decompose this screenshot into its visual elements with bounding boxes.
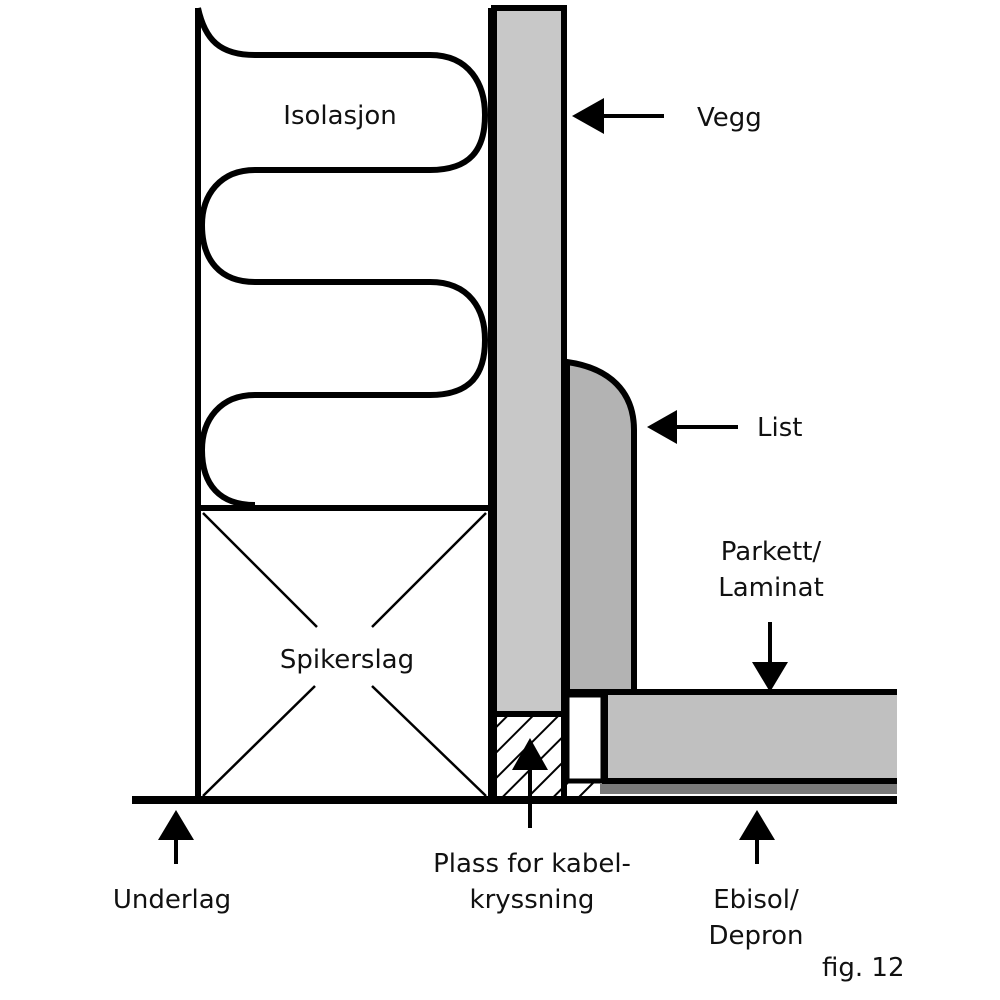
subfloor-label: Underlag (113, 885, 231, 915)
flooring-label-line2: Laminat (718, 573, 824, 603)
insulation-label: Isolasjon (283, 101, 396, 131)
underlay-label-line2: Depron (708, 921, 803, 951)
wall-label: Vegg (697, 103, 762, 133)
nailing-strip-diag-3 (202, 685, 316, 797)
cable-space-label-line1: Plass for kabel- (433, 849, 631, 879)
moulding-arrow-icon (647, 410, 738, 444)
flooring-label-line1: Parkett/ (721, 537, 822, 567)
nailing-strip-diag-2 (371, 512, 487, 628)
figure-caption: fig. 12 (822, 953, 905, 983)
nailing-strip-diag-4 (371, 685, 487, 797)
flooring-right-mask (897, 686, 917, 806)
flooring-board (602, 689, 908, 784)
expansion-gap (564, 692, 606, 784)
cable-space-hatch-lower (564, 782, 600, 800)
underlay-arrow-icon (739, 810, 775, 864)
moulding (564, 358, 637, 695)
moulding-label: List (757, 413, 802, 443)
cable-space-arrow-icon (512, 738, 548, 828)
nailing-strip-diag-1 (202, 512, 318, 628)
wall-arrow-icon (572, 98, 664, 134)
insulation-curve (195, 7, 489, 508)
underlay-label-line1: Ebisol/ (713, 885, 799, 915)
cable-space-label-line2: kryssning (470, 885, 595, 915)
underlay-foam (600, 784, 897, 794)
nailing-strip-label: Spikerslag (280, 645, 414, 675)
subfloor-arrow-icon (158, 810, 194, 864)
flooring-arrow-icon (752, 622, 788, 692)
wall-panel (491, 5, 567, 717)
